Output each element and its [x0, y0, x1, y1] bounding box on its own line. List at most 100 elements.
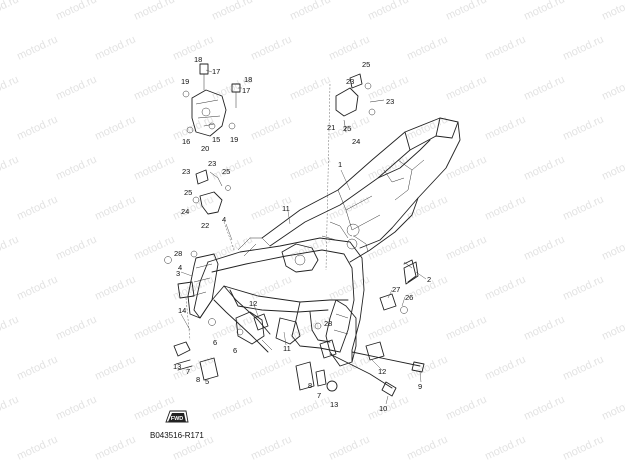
callout-label: 13 [330, 400, 338, 409]
watermark-text: motod.ru [561, 113, 605, 142]
callout-label: 10 [379, 404, 387, 413]
callout-label: 4 [178, 263, 182, 272]
watermark-text: motod.ru [132, 0, 176, 23]
callout-label: 1 [338, 160, 342, 169]
callout-label: 9 [418, 382, 422, 391]
watermark-text: motod.ru [600, 153, 625, 182]
upper-bracket-assembly [182, 63, 241, 137]
watermark-text: motod.ru [132, 153, 176, 182]
callout-label: 23 [346, 77, 354, 86]
watermark-text: motod.ru [561, 33, 605, 62]
watermark-text: motod.ru [366, 393, 410, 422]
watermark-text: motod.ru [522, 393, 566, 422]
left-bracket-22 [192, 169, 235, 251]
callout-label: 25 [222, 167, 230, 176]
watermark-text: motod.ru [210, 153, 254, 182]
callout-label: 7 [186, 367, 190, 376]
callout-labels: 1 2 3 4 4 5 6 6 7 7 8 8 9 10 11 11 12 12… [173, 55, 431, 413]
watermark-text: motod.ru [15, 433, 59, 462]
callout-label: 20 [201, 144, 209, 153]
callout-label: 6 [213, 338, 217, 347]
watermark-text: motod.ru [405, 113, 449, 142]
watermark-text: motod.ru [561, 353, 605, 382]
watermark-text: motod.ru [405, 33, 449, 62]
watermark-text: motod.ru [522, 73, 566, 102]
watermark-text: motod.ru [288, 0, 332, 23]
watermark-text: motod.ru [444, 0, 488, 23]
callout-label: 21 [327, 123, 335, 132]
callout-label: 16 [182, 137, 190, 146]
watermark-text: motod.ru [600, 393, 625, 422]
callout-label: 3 [176, 269, 180, 278]
watermark-text: motod.ru [15, 193, 59, 222]
watermark-text: motod.ru [327, 33, 371, 62]
leader-lines [180, 69, 427, 405]
rear-bracket-2 [403, 259, 417, 283]
callout-label: 23 [386, 97, 394, 106]
watermark-text: motod.ru [561, 273, 605, 302]
watermark-text: motod.ru [171, 193, 215, 222]
watermark-text: motod.ru [54, 153, 98, 182]
watermark-text: motod.ru [54, 313, 98, 342]
watermark-text: motod.ru [561, 433, 605, 462]
watermark-text: motod.ru [405, 353, 449, 382]
watermark-text: motod.ru [600, 73, 625, 102]
watermark-text: motod.ru [444, 313, 488, 342]
watermark-text: motod.ru [15, 33, 59, 62]
watermark-text: motod.ru [132, 233, 176, 262]
watermark-text: motod.ru [249, 113, 293, 142]
watermark-text: motod.ru [171, 113, 215, 142]
watermark-text: motod.ru [327, 273, 371, 302]
watermark-text: motod.ru [444, 73, 488, 102]
right-upper-bracket [325, 73, 385, 271]
callout-label: 25 [362, 60, 370, 69]
callout-label: 2 [427, 275, 431, 284]
watermark-text: motod.ru [93, 33, 137, 62]
watermark-text: motod.ru [405, 193, 449, 222]
watermark-text: motod.ru [288, 73, 332, 102]
watermark-text: motod.ru [600, 233, 625, 262]
watermark-text: motod.ru [288, 153, 332, 182]
watermark-text: motod.ru [483, 353, 527, 382]
watermark-text: motod.ru [366, 0, 410, 23]
lower-left-hardware [164, 250, 273, 381]
diagram-code: B043516-R171 [150, 431, 204, 440]
callout-label: 8 [308, 381, 312, 390]
watermark-text: motod.ru [327, 433, 371, 462]
watermark-text: motod.ru [54, 73, 98, 102]
watermark-text: motod.ru [522, 0, 566, 23]
watermark-text: motod.ru [483, 113, 527, 142]
callout-label: 24 [352, 137, 360, 146]
watermark-text: motod.ru [210, 233, 254, 262]
watermark-text: motod.ru [483, 193, 527, 222]
watermark-text: motod.ru [54, 0, 98, 23]
watermark-text: motod.ru [600, 0, 625, 23]
callout-label: 23 [182, 167, 190, 176]
watermark-text: motod.ru [15, 113, 59, 142]
watermark-text: motod.ru [522, 233, 566, 262]
fwd-label: FWD [171, 416, 184, 422]
watermark-text: motod.ru [210, 393, 254, 422]
callout-label: 7 [317, 391, 321, 400]
callout-label: 11 [283, 344, 291, 353]
watermark-text: motod.ru [15, 353, 59, 382]
callout-label: 12 [378, 367, 386, 376]
watermark-text: motod.ru [0, 233, 21, 262]
watermark-text: motod.ru [0, 73, 21, 102]
callout-label: 18 [244, 75, 252, 84]
watermark-text: motod.ru [405, 433, 449, 462]
watermark-text: motod.ru [522, 153, 566, 182]
callout-label: 19 [181, 77, 189, 86]
callout-label: 25 [343, 124, 351, 133]
callout-label: 11 [282, 204, 290, 213]
callout-label: 17 [212, 67, 220, 76]
watermark-text: motod.ru [93, 193, 137, 222]
callout-label: 5 [205, 377, 209, 386]
watermark-text: motod.ru [288, 233, 332, 262]
watermark-text: motod.ru [93, 353, 137, 382]
callout-label: 19 [230, 135, 238, 144]
watermark-text: motod.ru [93, 433, 137, 462]
watermark-text: motod.ru [444, 393, 488, 422]
watermark-text: motod.ru [249, 33, 293, 62]
